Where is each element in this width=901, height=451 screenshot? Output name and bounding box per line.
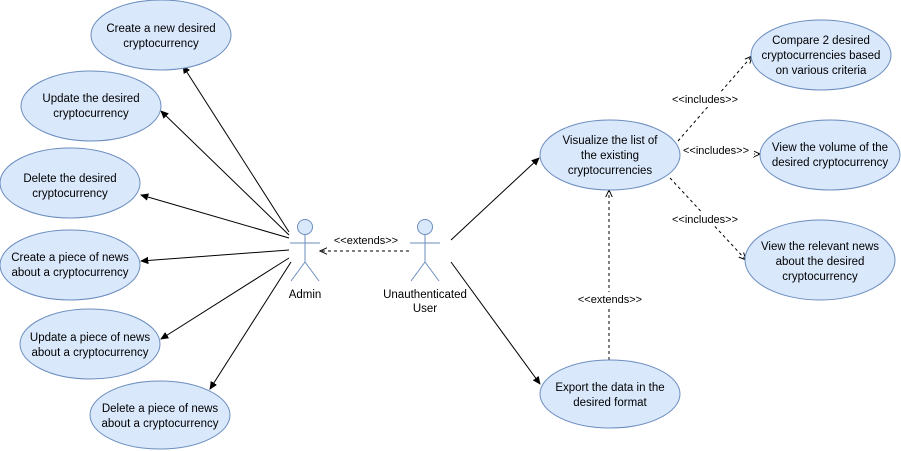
use-case-label: View the relevant news: [761, 241, 879, 253]
use-case-view-news[interactable]: View the relevant news about the desired…: [744, 219, 896, 301]
assoc-user-visualize: [450, 158, 539, 241]
use-case-label: Delete the desired: [23, 173, 116, 185]
use-case-label: desired cryptocurrency: [772, 157, 889, 169]
use-case-compare[interactable]: Compare 2 desired cryptocurrencies based…: [750, 19, 892, 91]
use-case-label: Compare 2 desired: [772, 35, 870, 47]
unauthenticated-user-actor[interactable]: Unauthenticated User: [383, 219, 467, 316]
stick-figure-icon: [410, 219, 440, 282]
use-case-label: the existing: [581, 150, 639, 162]
use-case-update-news[interactable]: Update a piece of news about a cryptocur…: [19, 308, 161, 380]
use-case-label: about the desired: [776, 256, 865, 268]
assoc-admin-update-news: [161, 257, 290, 339]
use-case-label: cryptocurrencies: [568, 165, 653, 177]
use-case-view-volume[interactable]: View the volume of the desired cryptocur…: [759, 119, 901, 191]
assoc-admin-create-crypto: [183, 66, 290, 233]
admin-actor[interactable]: Admin: [289, 219, 322, 302]
use-case-label: Update a piece of news: [30, 332, 150, 344]
use-case-export[interactable]: Export the data in the desired format: [539, 359, 681, 429]
use-case-label: cryptocurrency: [123, 38, 199, 50]
use-case-label: about a cryptocurrency: [32, 347, 149, 359]
use-case-label: Create a piece of news: [11, 252, 129, 264]
includes-volume-label: <<includes>>: [683, 145, 749, 157]
use-case-delete-news[interactable]: Delete a piece of news about a cryptocur…: [89, 380, 231, 450]
use-case-label: cryptocurrency: [32, 188, 108, 200]
use-case-visualize[interactable]: Visualize the list of the existing crypt…: [539, 119, 681, 191]
use-case-create-news[interactable]: Create a piece of news about a cryptocur…: [0, 229, 141, 301]
extends-export-label: <<extends>>: [578, 294, 642, 306]
user-label-line1: Unauthenticated: [383, 289, 467, 301]
extends-actor-label: <<extends>>: [334, 235, 398, 247]
stick-figure-icon: [290, 219, 320, 282]
use-case-label: on various criteria: [776, 65, 867, 77]
use-case-label: cryptocurrencies based: [762, 50, 881, 62]
use-case-create-crypto[interactable]: Create a new desired cryptocurrency: [90, 0, 232, 71]
assoc-admin-create-news: [141, 249, 290, 261]
user-label-line2: User: [413, 303, 437, 315]
use-case-label: cryptocurrency: [782, 271, 858, 283]
includes-compare-label: <<includes>>: [672, 94, 738, 106]
use-case-label: cryptocurrency: [53, 108, 129, 120]
assoc-admin-delete-news: [210, 261, 292, 389]
assoc-user-export: [450, 261, 540, 384]
includes-news-label: <<includes>>: [672, 214, 738, 226]
use-case-label: Visualize the list of: [562, 135, 658, 147]
assoc-admin-update-crypto: [161, 111, 290, 236]
use-case-label: View the volume of the: [772, 142, 888, 154]
use-case-label: Export the data in the: [555, 382, 664, 394]
use-case-label: Create a new desired: [106, 23, 215, 35]
use-case-update-crypto[interactable]: Update the desired cryptocurrency: [20, 70, 162, 142]
stereotype-labels: <<extends>> <<extends>> <<includes>> <<i…: [330, 92, 754, 306]
admin-associations: [141, 66, 292, 389]
use-case-label: about a cryptocurrency: [102, 418, 219, 430]
use-case-label: Delete a piece of news: [102, 403, 219, 415]
use-case-delete-crypto[interactable]: Delete the desired cryptocurrency: [0, 147, 141, 219]
user-associations: [450, 158, 540, 384]
assoc-admin-delete-crypto: [141, 195, 290, 239]
admin-label: Admin: [289, 289, 322, 301]
use-case-label: Update the desired: [42, 93, 139, 105]
use-case-label: about a cryptocurrency: [12, 267, 129, 279]
use-case-label: desired format: [573, 397, 647, 409]
